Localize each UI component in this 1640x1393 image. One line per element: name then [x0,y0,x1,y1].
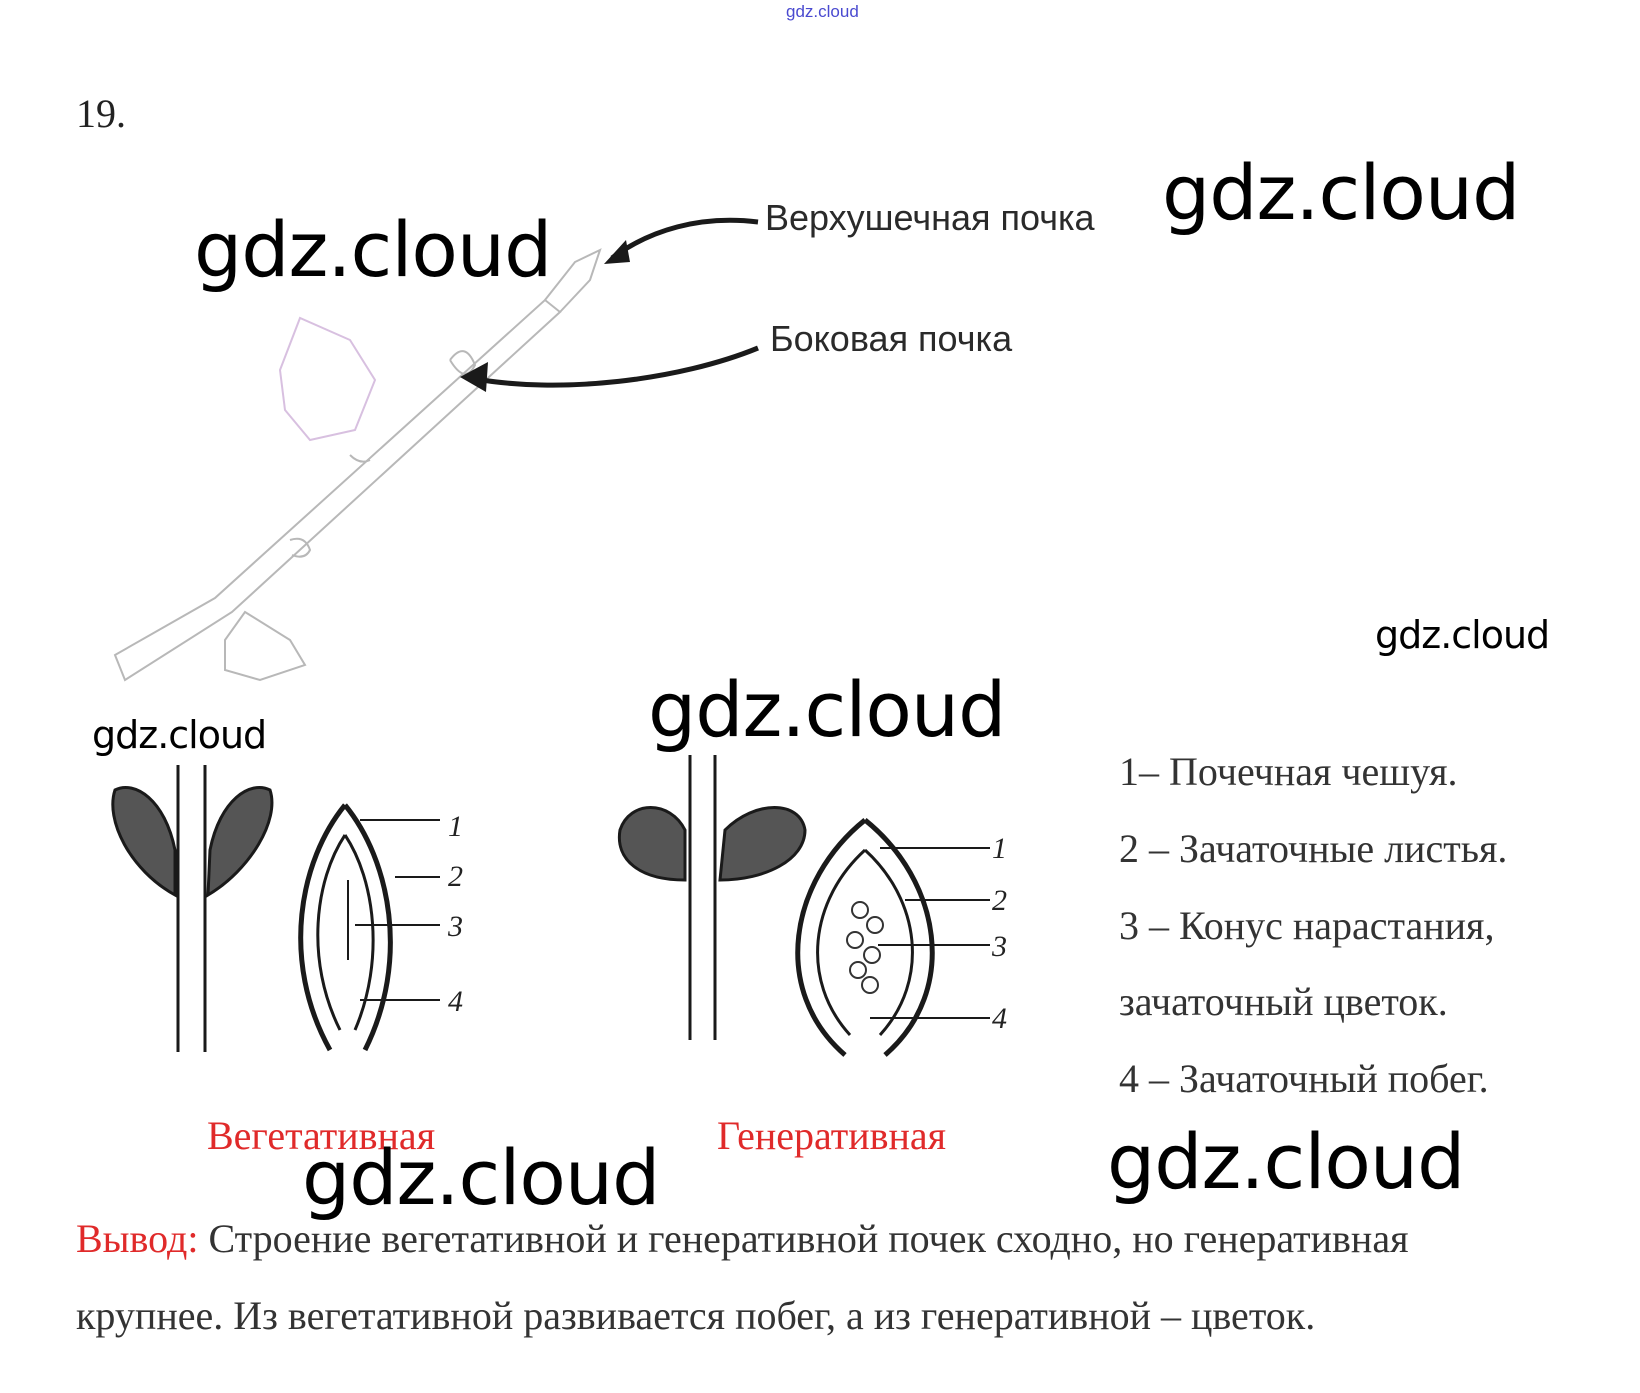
veg-label-1: 1 [448,810,463,843]
vegetative-bud-section [298,803,393,1052]
gen-label-3: 3 [992,930,1007,963]
legend-item-4: 4 – Зачаточный побег. [1119,1056,1489,1101]
lateral-arrowhead [460,362,488,392]
veg-label-4: 4 [448,985,463,1018]
lateral-arrow [469,345,759,388]
legend-item-2: 2 – Зачаточные листья. [1119,826,1508,871]
watermark: gdz.cloud [1375,613,1550,657]
watermark: gdz.cloud [1162,148,1520,237]
vegetative-bud-drawing [111,765,274,1052]
generative-bud-drawing [617,755,807,1040]
task-number: 19. [76,91,126,136]
caption-generative: Генеративная [717,1113,947,1158]
legend-item-1: 1– Почечная чешуя. [1119,749,1458,794]
legend-item-3-cont: зачаточный цветок. [1119,979,1448,1024]
gen-label-1: 1 [992,832,1007,865]
conclusion-line-2: крупнее. Из вегетативной развивается поб… [76,1293,1316,1338]
vegetative-leader-lines [355,819,440,1001]
lateral-bud-label: Боковая почка [770,318,1013,359]
branch-sketch [113,248,602,682]
watermark: gdz.cloud [92,713,267,757]
watermark: gdz.cloud [648,665,1006,754]
apical-arrowhead [604,240,630,264]
gen-label-4: 4 [992,1002,1007,1035]
apical-bud-label: Верхушечная почка [765,197,1095,238]
gen-label-2: 2 [992,884,1007,917]
conclusion-text-1: Строение вегетативной и генеративной поч… [198,1216,1409,1261]
apical-arrow [610,217,759,261]
watermark: gdz.cloud [1107,1117,1465,1206]
header-watermark: gdz.cloud [786,2,859,21]
generative-bud-section [795,818,935,1057]
veg-label-2: 2 [448,860,463,893]
conclusion-line-1: Вывод: Строение вегетативной и генератив… [76,1219,1408,1259]
watermark: gdz.cloud [302,1133,660,1222]
generative-leader-lines [870,847,990,1019]
veg-label-3: 3 [448,910,463,943]
conclusion-label: Вывод: [76,1216,199,1261]
generative-flower-primordium [846,901,884,994]
watermark: gdz.cloud [194,205,552,294]
legend-item-3: 3 – Конус нарастания, [1119,903,1495,948]
caption-vegetative: Вегетативная [207,1113,436,1158]
